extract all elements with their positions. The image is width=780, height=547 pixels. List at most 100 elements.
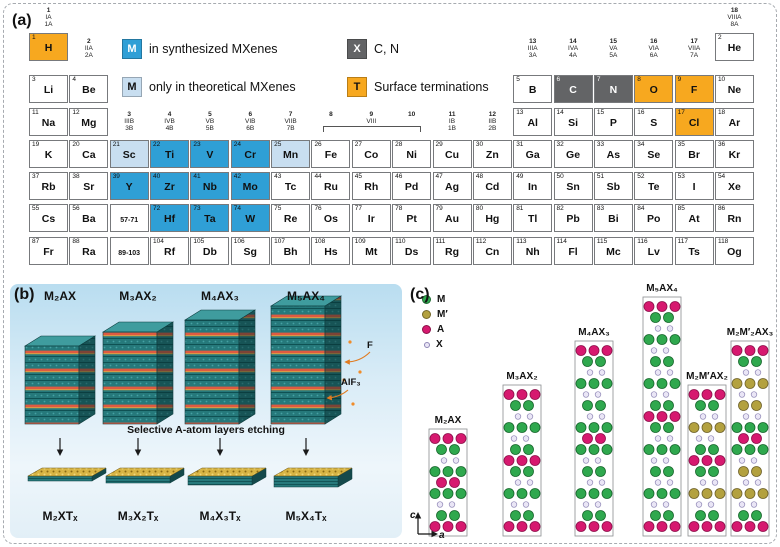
atom-legend-m: M (422, 294, 448, 305)
crystal-structures: ca (410, 296, 770, 538)
mprime-atom-label: M′ (437, 309, 448, 320)
legend-x-text: C, N (374, 42, 399, 56)
crystal-structure-2 (574, 340, 614, 537)
legend-terminations-text: Surface terminations (374, 80, 489, 94)
atom-legend: M M′ A X (422, 294, 448, 350)
annotation-f: F (367, 340, 373, 351)
max-phase-label-2: M₄AX₃ (201, 289, 239, 303)
x-atom-dot (424, 341, 430, 348)
a-atom-dot (422, 325, 431, 334)
legend-synthesized: M in synthesized MXenes (122, 39, 278, 59)
mxene-label-2: M₄X₃Tₓ (199, 509, 241, 523)
legend-x-elements: X C, N (347, 39, 399, 59)
legend-terminations-swatch: T (347, 77, 367, 97)
element-89-103: 89-103 (109, 237, 149, 265)
axis-a-label: a (439, 530, 445, 538)
etching-caption: Selective A-atom layers etching (127, 424, 285, 436)
atom-legend-x: X (422, 339, 448, 350)
legend-theoretical: M only in theoretical MXenes (122, 77, 296, 97)
legend-synthesized-text: in synthesized MXenes (149, 42, 278, 56)
panel-b-etching: (b) M₂AX M₃AX₂ M₄AX₃ M₅AX₄ F AlF₃ Select… (10, 284, 402, 538)
mxene-label-3: M₅X₄Tₓ (285, 509, 327, 523)
max-phase-etching-illustration (23, 295, 371, 488)
crystal-structure-3 (642, 296, 682, 537)
mxene-slab-1 (105, 467, 185, 484)
annotation-alf3: AlF₃ (341, 377, 361, 388)
structure-label-4: M₂M′AX₂ (686, 371, 728, 382)
crystal-structure-5 (730, 340, 770, 537)
group-label-10: 10 (408, 111, 416, 118)
atom-legend-mprime: M′ (422, 309, 448, 320)
legend-x-swatch: X (347, 39, 367, 59)
structure-label-3: M₅AX₄ (646, 283, 678, 294)
mxene-slab-0 (27, 467, 107, 482)
max-phase-block-0 (23, 335, 97, 425)
crystal-structure-1 (502, 384, 542, 537)
max-phase-block-1 (101, 321, 175, 425)
atom-legend-a: A (422, 324, 448, 335)
max-phase-block-3 (269, 295, 343, 425)
panel-b-label: (b) (14, 286, 35, 303)
